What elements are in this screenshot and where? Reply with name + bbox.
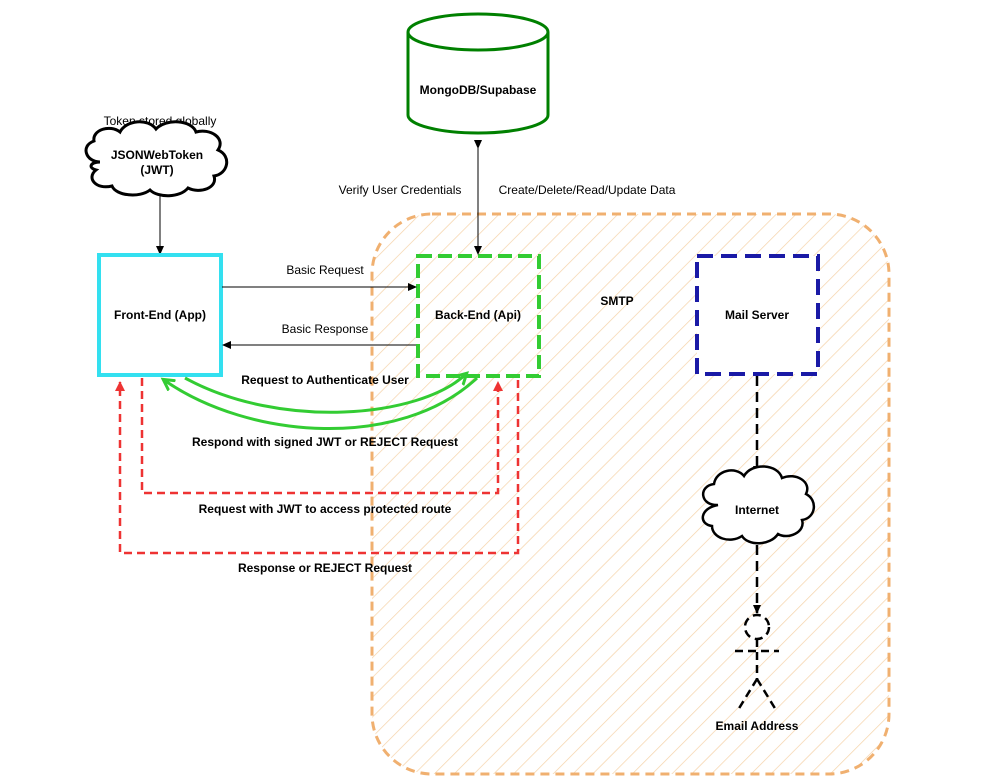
user-actor <box>735 613 779 711</box>
backend-node <box>416 254 541 378</box>
internet-cloud <box>701 465 815 545</box>
mailserver-node <box>695 254 820 376</box>
protected-response-arrow <box>115 380 520 555</box>
auth-request-label: Request to Authenticate User <box>241 373 409 387</box>
auth-response-arrow <box>164 376 479 431</box>
token-label-line2: (JWT) <box>140 163 173 177</box>
frontend-label: Front-End (App) <box>114 308 206 322</box>
auth-response-label: Respond with signed JWT or REJECT Reques… <box>192 435 458 449</box>
internet-label: Internet <box>735 503 779 517</box>
basic-response-label: Basic Response <box>282 322 369 336</box>
frontend-node <box>97 253 223 377</box>
database-label: MongoDB/Supabase <box>420 83 537 97</box>
token-cloud <box>84 120 229 198</box>
user-label: Email Address <box>716 719 799 733</box>
verify-label: Verify User Credentials <box>339 183 462 197</box>
token-label-line1: JSONWebToken <box>111 148 203 162</box>
database-node <box>406 12 550 135</box>
mailserver-label: Mail Server <box>725 308 789 322</box>
protected-request-arrow <box>140 378 503 495</box>
backend-label: Back-End (Api) <box>435 308 521 322</box>
protected-response-label: Response or REJECT Request <box>238 561 412 575</box>
basic-request-label: Basic Request <box>286 263 364 277</box>
smtp-label: SMTP <box>600 294 633 308</box>
protected-request-label: Request with JWT to access protected rou… <box>199 502 452 516</box>
crud-label: Create/Delete/Read/Update Data <box>499 183 676 197</box>
auth-request-arrow <box>184 374 466 414</box>
